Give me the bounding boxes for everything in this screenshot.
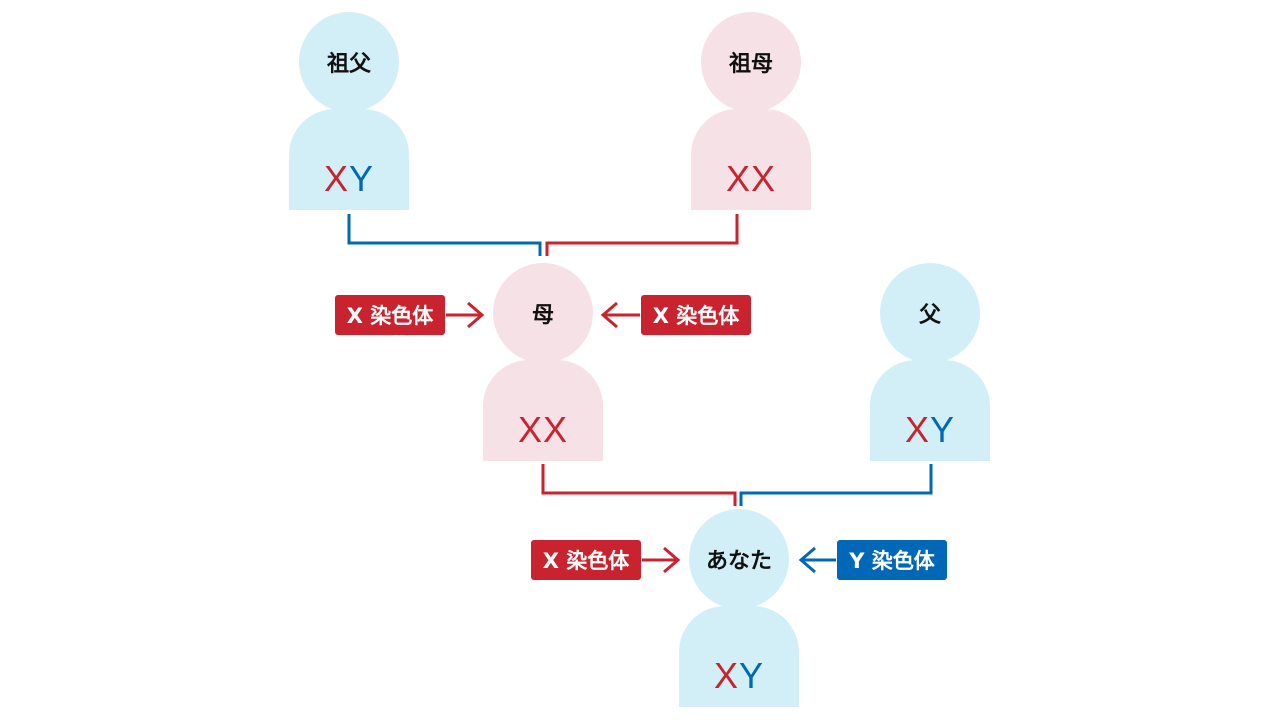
grandmother-connector xyxy=(545,214,739,256)
arrow-right-icon xyxy=(446,301,485,329)
x-chromosome-tag: X 染色体 xyxy=(531,540,641,580)
person-label: あなた xyxy=(689,509,789,609)
x-chromosome-tag: X 染色体 xyxy=(335,295,445,335)
mother-connector xyxy=(541,464,737,506)
x-chromosome: X xyxy=(323,157,349,199)
y-chromosome-tag: Y 染色体 xyxy=(837,540,947,580)
arrow-right-icon xyxy=(642,546,681,574)
x-chromosome: X xyxy=(713,654,739,696)
y-chromosome: Y xyxy=(930,408,956,450)
x-chromosome: X xyxy=(543,408,569,450)
person-label: 祖母 xyxy=(701,12,801,112)
y-chromosome: Y xyxy=(739,654,765,696)
arrow-left-icon xyxy=(798,546,836,574)
x-chromosome: X xyxy=(517,408,543,450)
person-label: 父 xyxy=(880,263,980,363)
x-chromosome-tag: X 染色体 xyxy=(641,295,751,335)
x-chromosome: X xyxy=(725,157,751,199)
father-connector xyxy=(739,464,933,506)
person-label: 祖父 xyxy=(299,12,399,112)
x-chromosome: X xyxy=(751,157,777,199)
arrow-left-icon xyxy=(600,301,640,329)
person-label: 母 xyxy=(493,263,593,363)
grandfather-connector xyxy=(347,214,542,256)
y-chromosome: Y xyxy=(349,157,375,199)
x-chromosome: X xyxy=(904,408,930,450)
